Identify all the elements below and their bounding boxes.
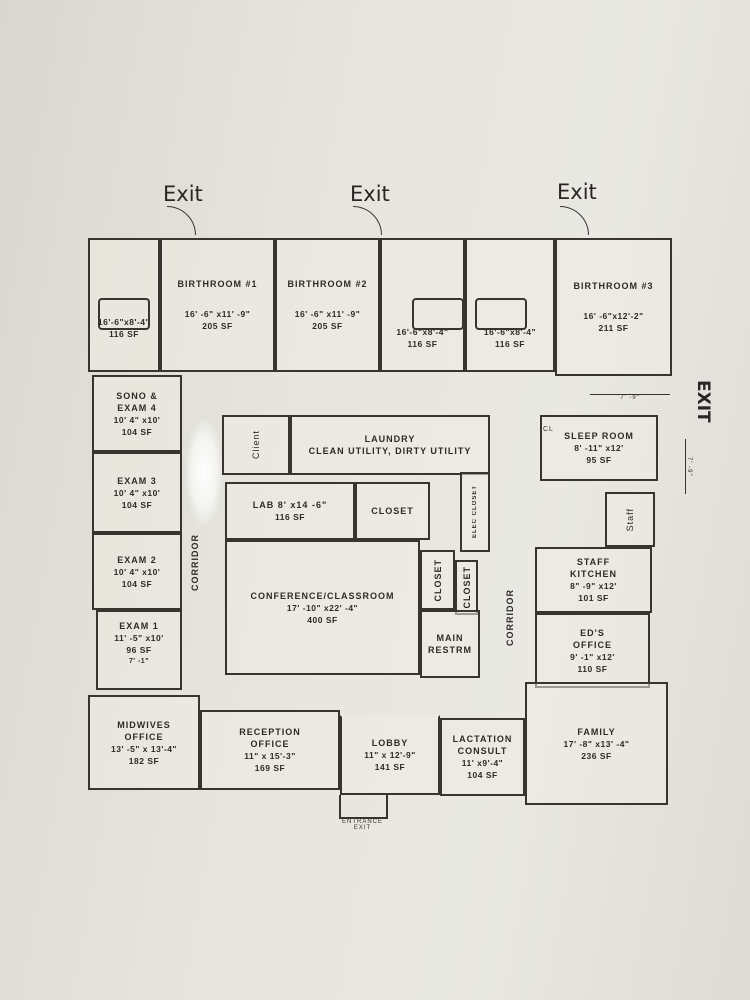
exit-door-left: [167, 206, 196, 235]
staff-restroom: Staff: [605, 492, 655, 547]
bathtub-icon: [475, 298, 527, 330]
corridor-left-label: CORRIDOR: [190, 534, 200, 591]
bathroom-3: 16'-6"x8'-4"116 SF: [465, 238, 555, 372]
bathroom-2: 16'-6"x8'-4"116 SF: [380, 238, 465, 372]
client-restroom: Client: [222, 415, 290, 475]
exit-door-right: [560, 206, 589, 235]
photo-glare: [186, 420, 222, 525]
closet-3: CLOSET: [455, 560, 478, 615]
dimension-top: 7' -9": [590, 394, 670, 401]
exit-door-center: [353, 206, 382, 235]
bathroom-1: 16'-6"x8'-4"116 SF: [88, 238, 160, 372]
closet-1: CLOSET: [355, 482, 430, 540]
closet-2: CLOSET: [420, 550, 455, 610]
exit-label-center: Exit: [350, 182, 390, 206]
entrance-doors: [339, 795, 388, 819]
bathtub-icon: [412, 298, 464, 330]
corridor-right-label: CORRIDOR: [505, 589, 515, 646]
dimension-side: 7' -9": [685, 439, 692, 494]
elec-closet: ELEC CLOSET: [460, 472, 490, 552]
closet-cl-label: CL: [543, 426, 554, 433]
lab: LAB 8' x14 -6"116 SF: [225, 482, 355, 540]
bathtub-icon: [98, 298, 150, 330]
exit-label-side: EXIT: [693, 380, 713, 423]
exit-label-left: Exit: [163, 182, 203, 206]
exit-label-right: Exit: [557, 180, 597, 204]
